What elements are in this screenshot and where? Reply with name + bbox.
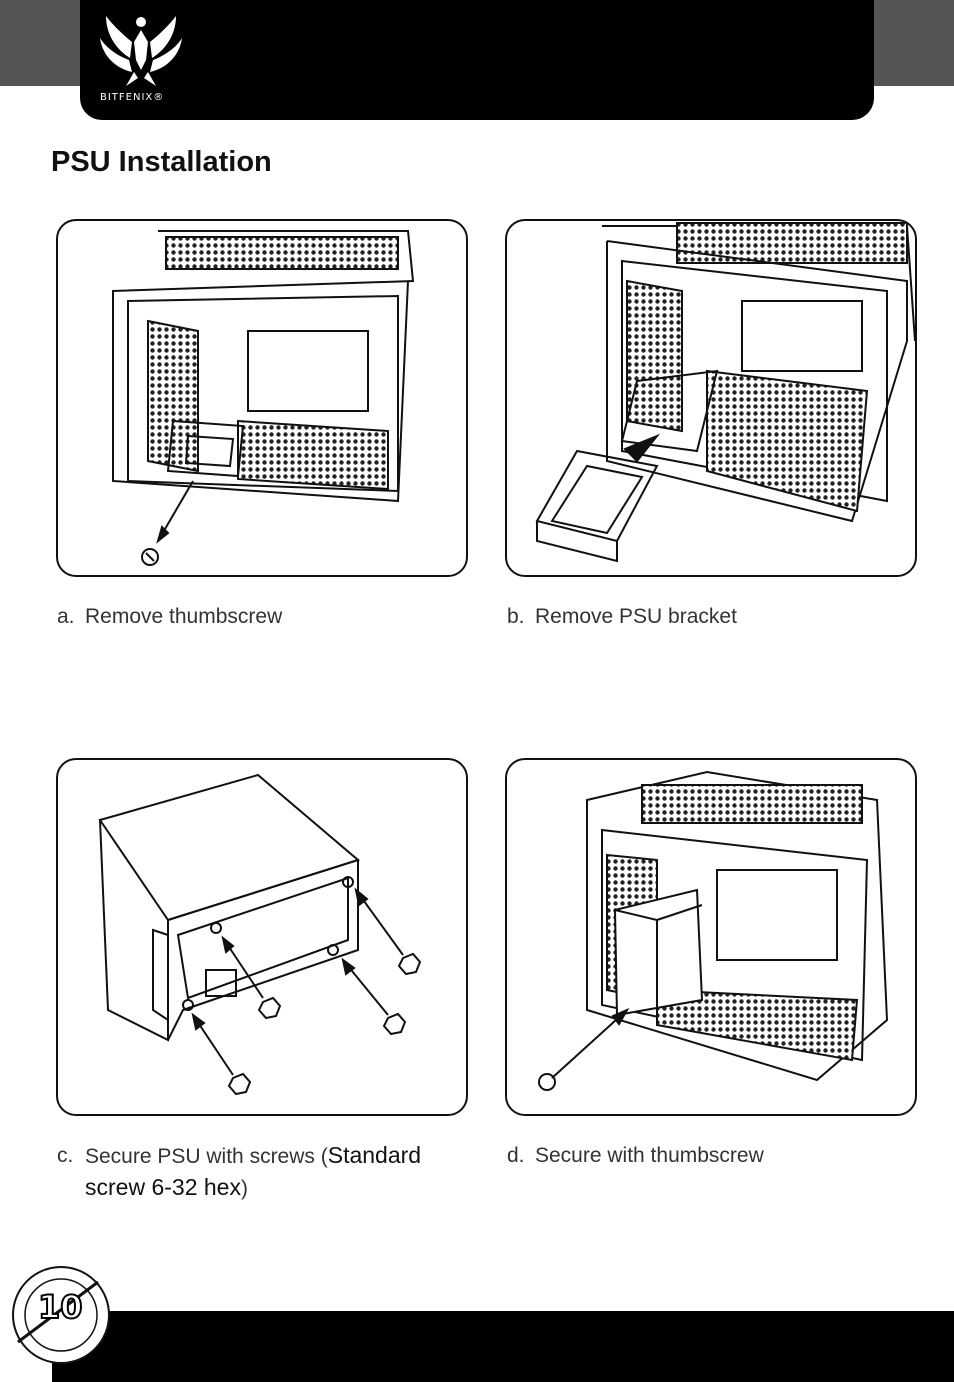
footer-bar xyxy=(52,1311,954,1382)
page-title: PSU Installation xyxy=(51,146,272,178)
step-c-illustration xyxy=(56,758,468,1116)
step-c-text: Secure PSU with screws ( xyxy=(85,1145,328,1168)
step-c-screw-spec: Standard screw 6-32 hex xyxy=(85,1142,422,1200)
step-b-illustration xyxy=(505,219,917,577)
step-d-illustration xyxy=(505,758,917,1116)
step-b-text: Remove PSU bracket xyxy=(535,605,737,628)
header-bar xyxy=(80,0,874,120)
step-a-letter: a. xyxy=(57,605,75,628)
page-badge-icon xyxy=(12,1266,110,1364)
step-b-letter: b. xyxy=(507,605,525,628)
step-c-caption: c. Secure PSU with screws (Standard scre… xyxy=(57,1140,457,1204)
step-a-illustration xyxy=(56,219,468,577)
step-a-caption: a. Remove thumbscrew xyxy=(57,601,457,632)
brand-wordmark: BITFENIX® xyxy=(100,92,165,103)
step-c-text-end: ) xyxy=(240,1177,248,1200)
page-number: 10 xyxy=(37,1287,84,1327)
step-d-letter: d. xyxy=(507,1144,525,1167)
step-d-text: Secure with thumbscrew xyxy=(535,1144,764,1167)
step-b-caption: b. Remove PSU bracket xyxy=(507,601,907,632)
step-d-caption: d. Secure with thumbscrew xyxy=(507,1140,907,1171)
phoenix-logo-icon xyxy=(100,16,182,86)
step-c-letter: c. xyxy=(57,1144,74,1167)
step-a-text: Remove thumbscrew xyxy=(85,605,283,628)
